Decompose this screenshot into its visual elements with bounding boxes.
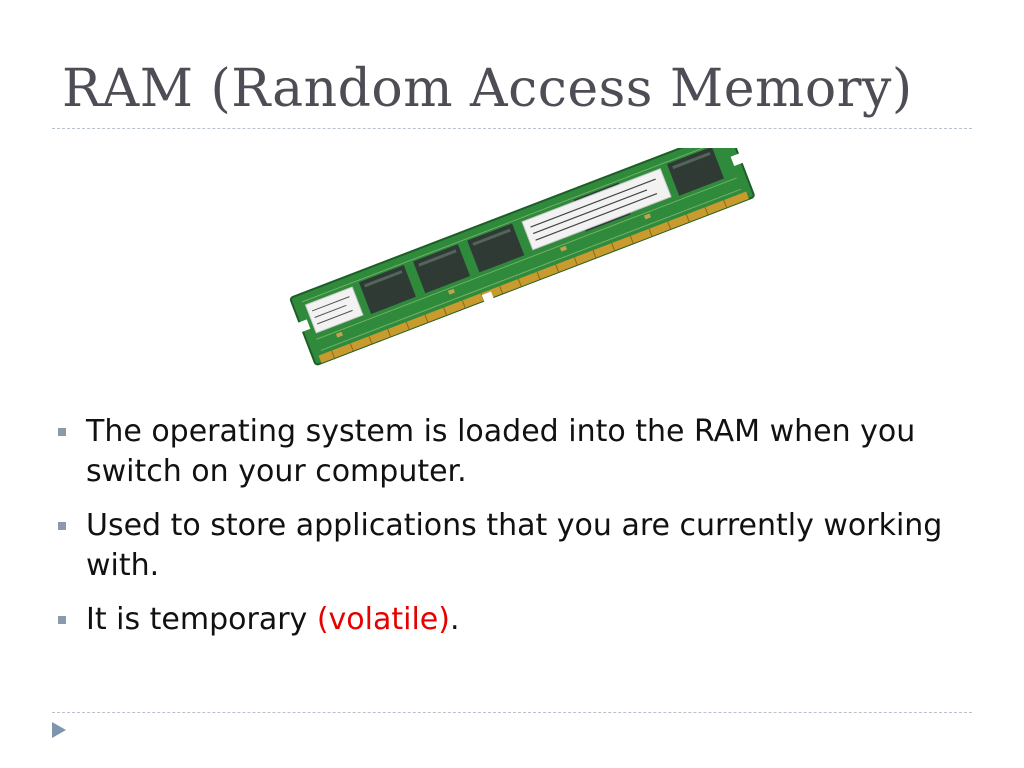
bullet-item: The operating system is loaded into the … <box>56 412 956 492</box>
footer-divider <box>52 712 972 713</box>
bullet-text: The operating system is loaded into the … <box>86 414 916 489</box>
play-arrow-icon[interactable] <box>50 720 68 740</box>
slide-title: RAM (Random Access Memory) <box>62 59 913 119</box>
square-bullet-icon <box>58 522 66 530</box>
bullet-item: Used to store applications that you are … <box>56 506 956 586</box>
bullet-list: The operating system is loaded into the … <box>56 412 956 654</box>
ram-module-image <box>289 148 755 366</box>
bullet-text-after: . <box>449 602 460 637</box>
square-bullet-icon <box>58 428 66 436</box>
bullet-text: Used to store applications that you are … <box>86 508 943 583</box>
title-divider <box>52 128 972 129</box>
square-bullet-icon <box>58 616 66 624</box>
volatile-highlight: (volatile) <box>316 602 450 637</box>
bullet-item: It is temporary (volatile). <box>56 600 956 640</box>
bullet-text-before: It is temporary <box>86 602 317 637</box>
